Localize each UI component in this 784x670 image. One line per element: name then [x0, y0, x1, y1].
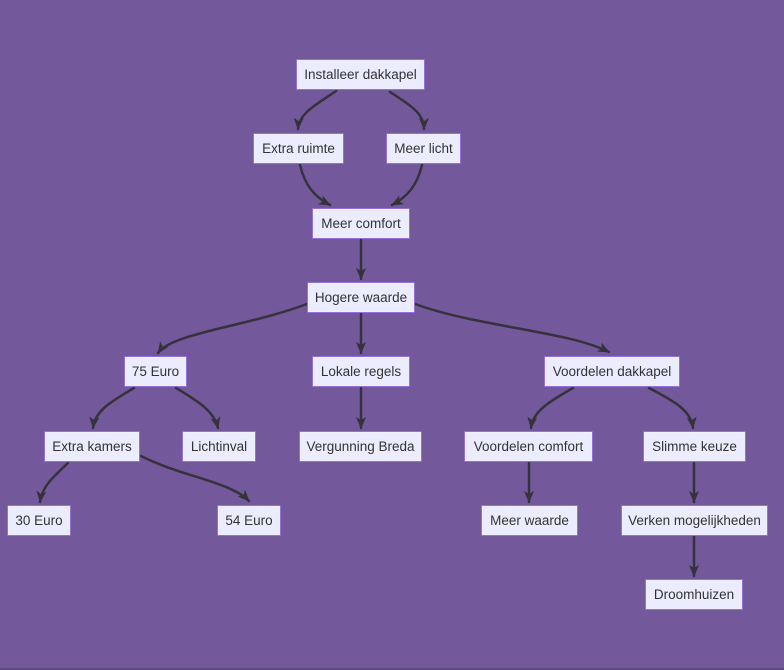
node-label: 54 Euro — [225, 513, 273, 528]
node-voordelen-comfort: Voordelen comfort — [464, 431, 593, 462]
node-label: Installeer dakkapel — [304, 67, 417, 82]
node-slimme-keuze: Slimme keuze — [643, 431, 746, 462]
edge-75-euro-to-lichtinval — [174, 386, 221, 430]
edge-hogere-waarde-to-voordelen-dakkapel — [413, 302, 611, 354]
node-75-euro: 75 Euro — [124, 356, 187, 387]
node-installeer-dakkapel: Installeer dakkapel — [296, 59, 425, 90]
node-label: Lokale regels — [320, 364, 402, 379]
node-label: Voordelen comfort — [473, 439, 584, 454]
node-voordelen-dakkapel: Voordelen dakkapel — [544, 356, 680, 387]
bottom-edge — [0, 668, 784, 670]
node-extra-ruimte: Extra ruimte — [253, 133, 344, 164]
node-label: Meer comfort — [321, 216, 401, 231]
node-label: Meer licht — [394, 141, 453, 156]
node-vergunning-breda: Vergunning Breda — [299, 431, 422, 462]
node-verken-mogelijkheden: Verken mogelijkheden — [621, 505, 768, 536]
node-label: Hogere waarde — [314, 290, 408, 305]
node-label: Droomhuizen — [653, 587, 735, 602]
node-meer-comfort: Meer comfort — [312, 208, 410, 239]
edge-voordelen-dakkapel-to-slimme-keuze — [647, 386, 697, 430]
node-meer-waarde: Meer waarde — [481, 505, 578, 536]
edge-installeer-dakkapel-to-meer-licht — [388, 90, 429, 131]
node-54-euro: 54 Euro — [217, 505, 281, 536]
node-label: 30 Euro — [15, 513, 63, 528]
node-label: Slimme keuze — [652, 439, 737, 454]
node-label: 75 Euro — [131, 364, 180, 379]
node-label: Voordelen dakkapel — [552, 364, 672, 379]
node-meer-licht: Meer licht — [386, 133, 461, 164]
edge-installeer-dakkapel-to-extra-ruimte — [293, 89, 338, 131]
node-lichtinval: Lichtinval — [182, 431, 256, 462]
edge-meer-licht-to-meer-comfort — [390, 163, 424, 207]
node-lokale-regels: Lokale regels — [312, 356, 410, 387]
edge-hogere-waarde-to-75-euro — [156, 302, 309, 355]
edge-extra-kamers-to-30-euro — [36, 461, 70, 504]
node-droomhuizen: Droomhuizen — [645, 579, 743, 610]
edge-extra-kamers-to-54-euro — [139, 454, 251, 503]
node-label: Verken mogelijkheden — [628, 513, 761, 528]
edge-voordelen-dakkapel-to-voordelen-comfort — [527, 386, 575, 430]
node-label: Extra ruimte — [262, 141, 335, 156]
node-label: Extra kamers — [52, 439, 132, 454]
edge-extra-ruimte-to-meer-comfort — [298, 163, 332, 207]
node-label: Meer waarde — [490, 513, 569, 528]
node-label: Vergunning Breda — [306, 439, 415, 454]
node-extra-kamers: Extra kamers — [44, 431, 140, 462]
node-label: Lichtinval — [190, 439, 248, 454]
node-hogere-waarde: Hogere waarde — [307, 282, 415, 313]
node-30-euro: 30 Euro — [7, 505, 71, 536]
edge-75-euro-to-extra-kamers — [89, 386, 136, 430]
